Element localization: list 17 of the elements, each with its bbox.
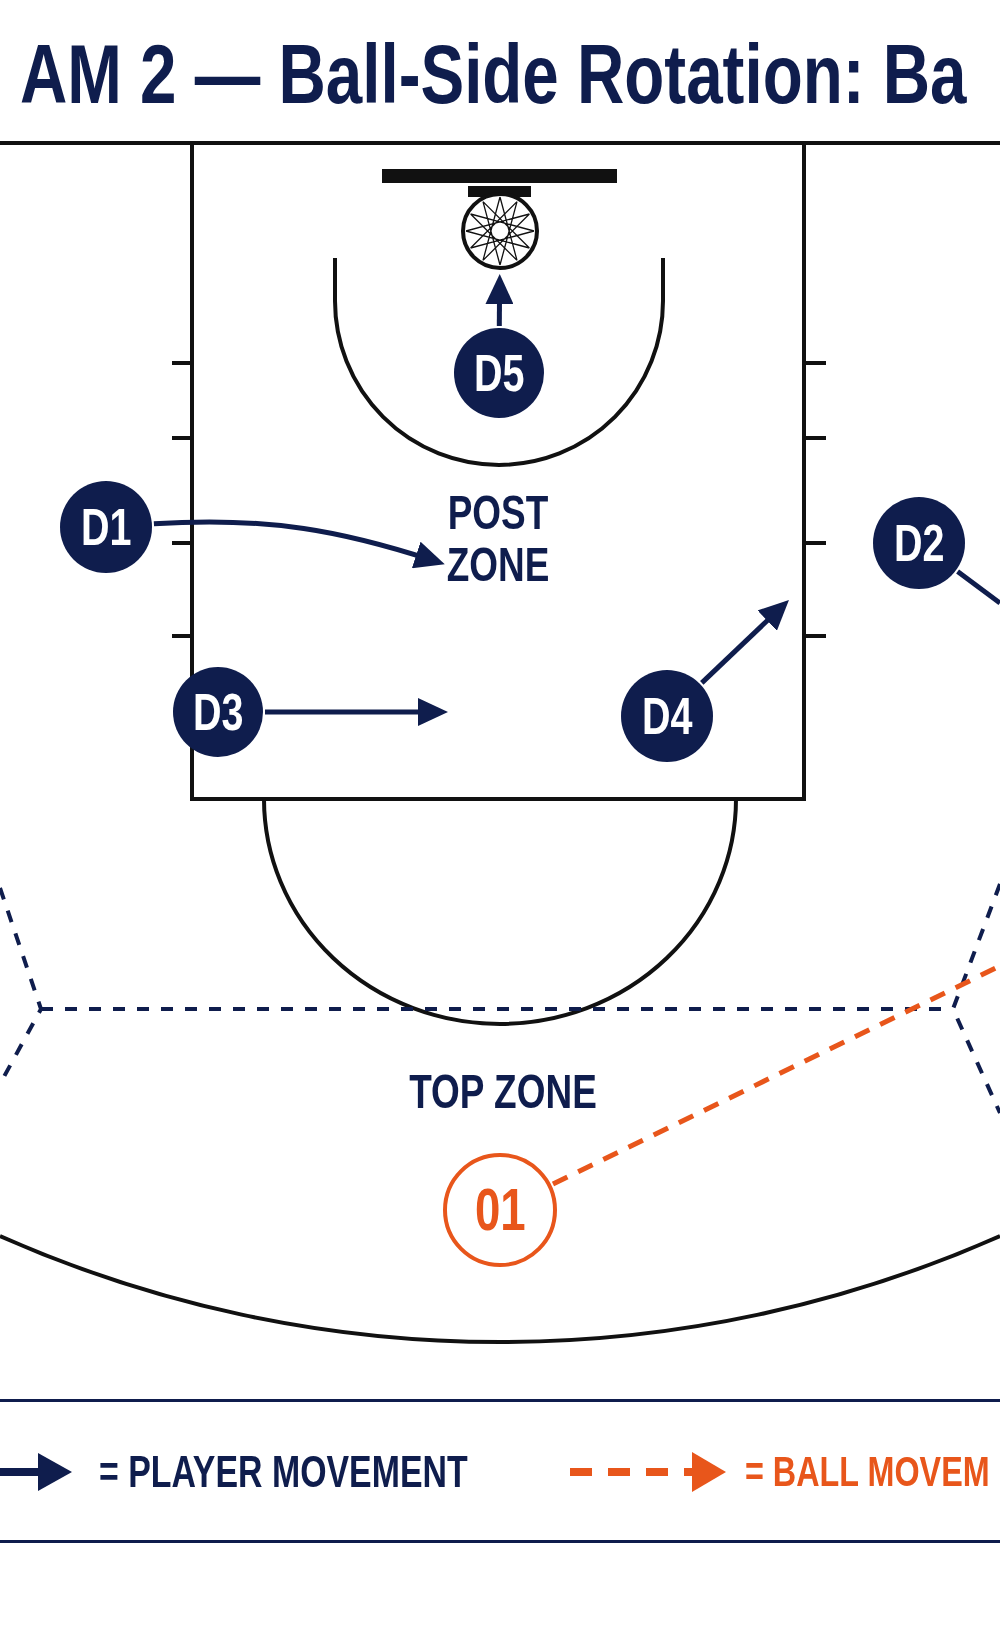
player-label: D5	[473, 347, 525, 399]
diagram-title: AM 2 — Ball-Side Rotation: Ba	[20, 32, 967, 116]
zone-label: POST ZONE	[446, 487, 550, 591]
legend-label: = BALL MOVEM	[745, 1451, 990, 1493]
player-label: D4	[641, 690, 693, 742]
player-label: D2	[893, 517, 945, 569]
zone-label: TOP ZONE	[409, 1068, 597, 1116]
arrow	[485, 274, 514, 326]
arrow	[153, 519, 445, 569]
arrow	[700, 599, 789, 685]
legend-label: = PLAYER MOVEMENT	[99, 1450, 468, 1494]
player-label: 01	[474, 1180, 526, 1240]
player-label: D3	[192, 686, 244, 738]
line	[956, 569, 1000, 605]
arrow	[265, 698, 448, 726]
basketball-hoop-icon	[460, 186, 540, 272]
player-label: D1	[80, 501, 132, 553]
